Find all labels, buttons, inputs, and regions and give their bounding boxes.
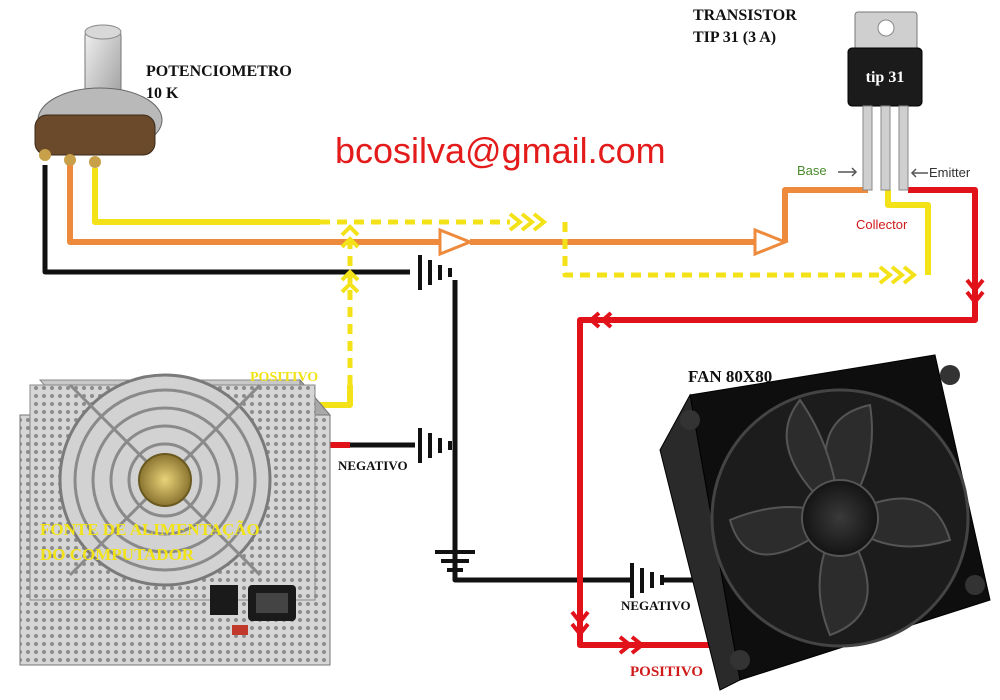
pin-arrows [838,167,928,178]
transistor: tip 31 [847,11,923,191]
wire-yellow-dashed [320,219,880,385]
potentiometer-label-line1: POTENCIOMETRO [146,63,292,80]
psu-label-line1: FONTE DE ALIMENTAÇÃO [40,520,260,539]
pin-label-base: Base [797,163,827,178]
transistor-label-line2: TIP 31 (3 A) [693,29,776,46]
author-email: bcosilva@gmail.com [335,130,666,171]
pin-label-emitter: Emitter [929,165,971,180]
fan-negative-label: NEGATIVO [621,598,691,613]
potentiometer [34,24,163,168]
fan-title: FAN 80X80 [688,367,772,386]
transistor-chip-label: tip 31 [866,69,905,86]
wire-yellow [92,168,931,408]
ground-symbol-fan [630,563,664,598]
psu-label-line2: DO COMPUTADOR [40,545,195,564]
yellow-chevrons [340,212,918,294]
pin-label-collector: Collector [856,217,908,232]
orange-arrows [438,227,790,257]
ground-symbol-psu [418,428,452,463]
potentiometer-label-line2: 10 K [146,85,179,102]
transistor-label-line1: TRANSISTOR [693,7,797,24]
psu-negative-label: NEGATIVO [338,458,408,473]
fan-positive-label: POSITIVO [630,664,703,680]
ground-symbol-top [418,255,452,290]
ground-symbol-bottom [435,550,475,572]
red-chevrons [570,278,985,655]
fan-80x80 [659,354,991,691]
wire-orange [67,165,868,245]
power-supply-unit [19,373,332,666]
psu-positive-label: POSITIVO [250,370,318,385]
